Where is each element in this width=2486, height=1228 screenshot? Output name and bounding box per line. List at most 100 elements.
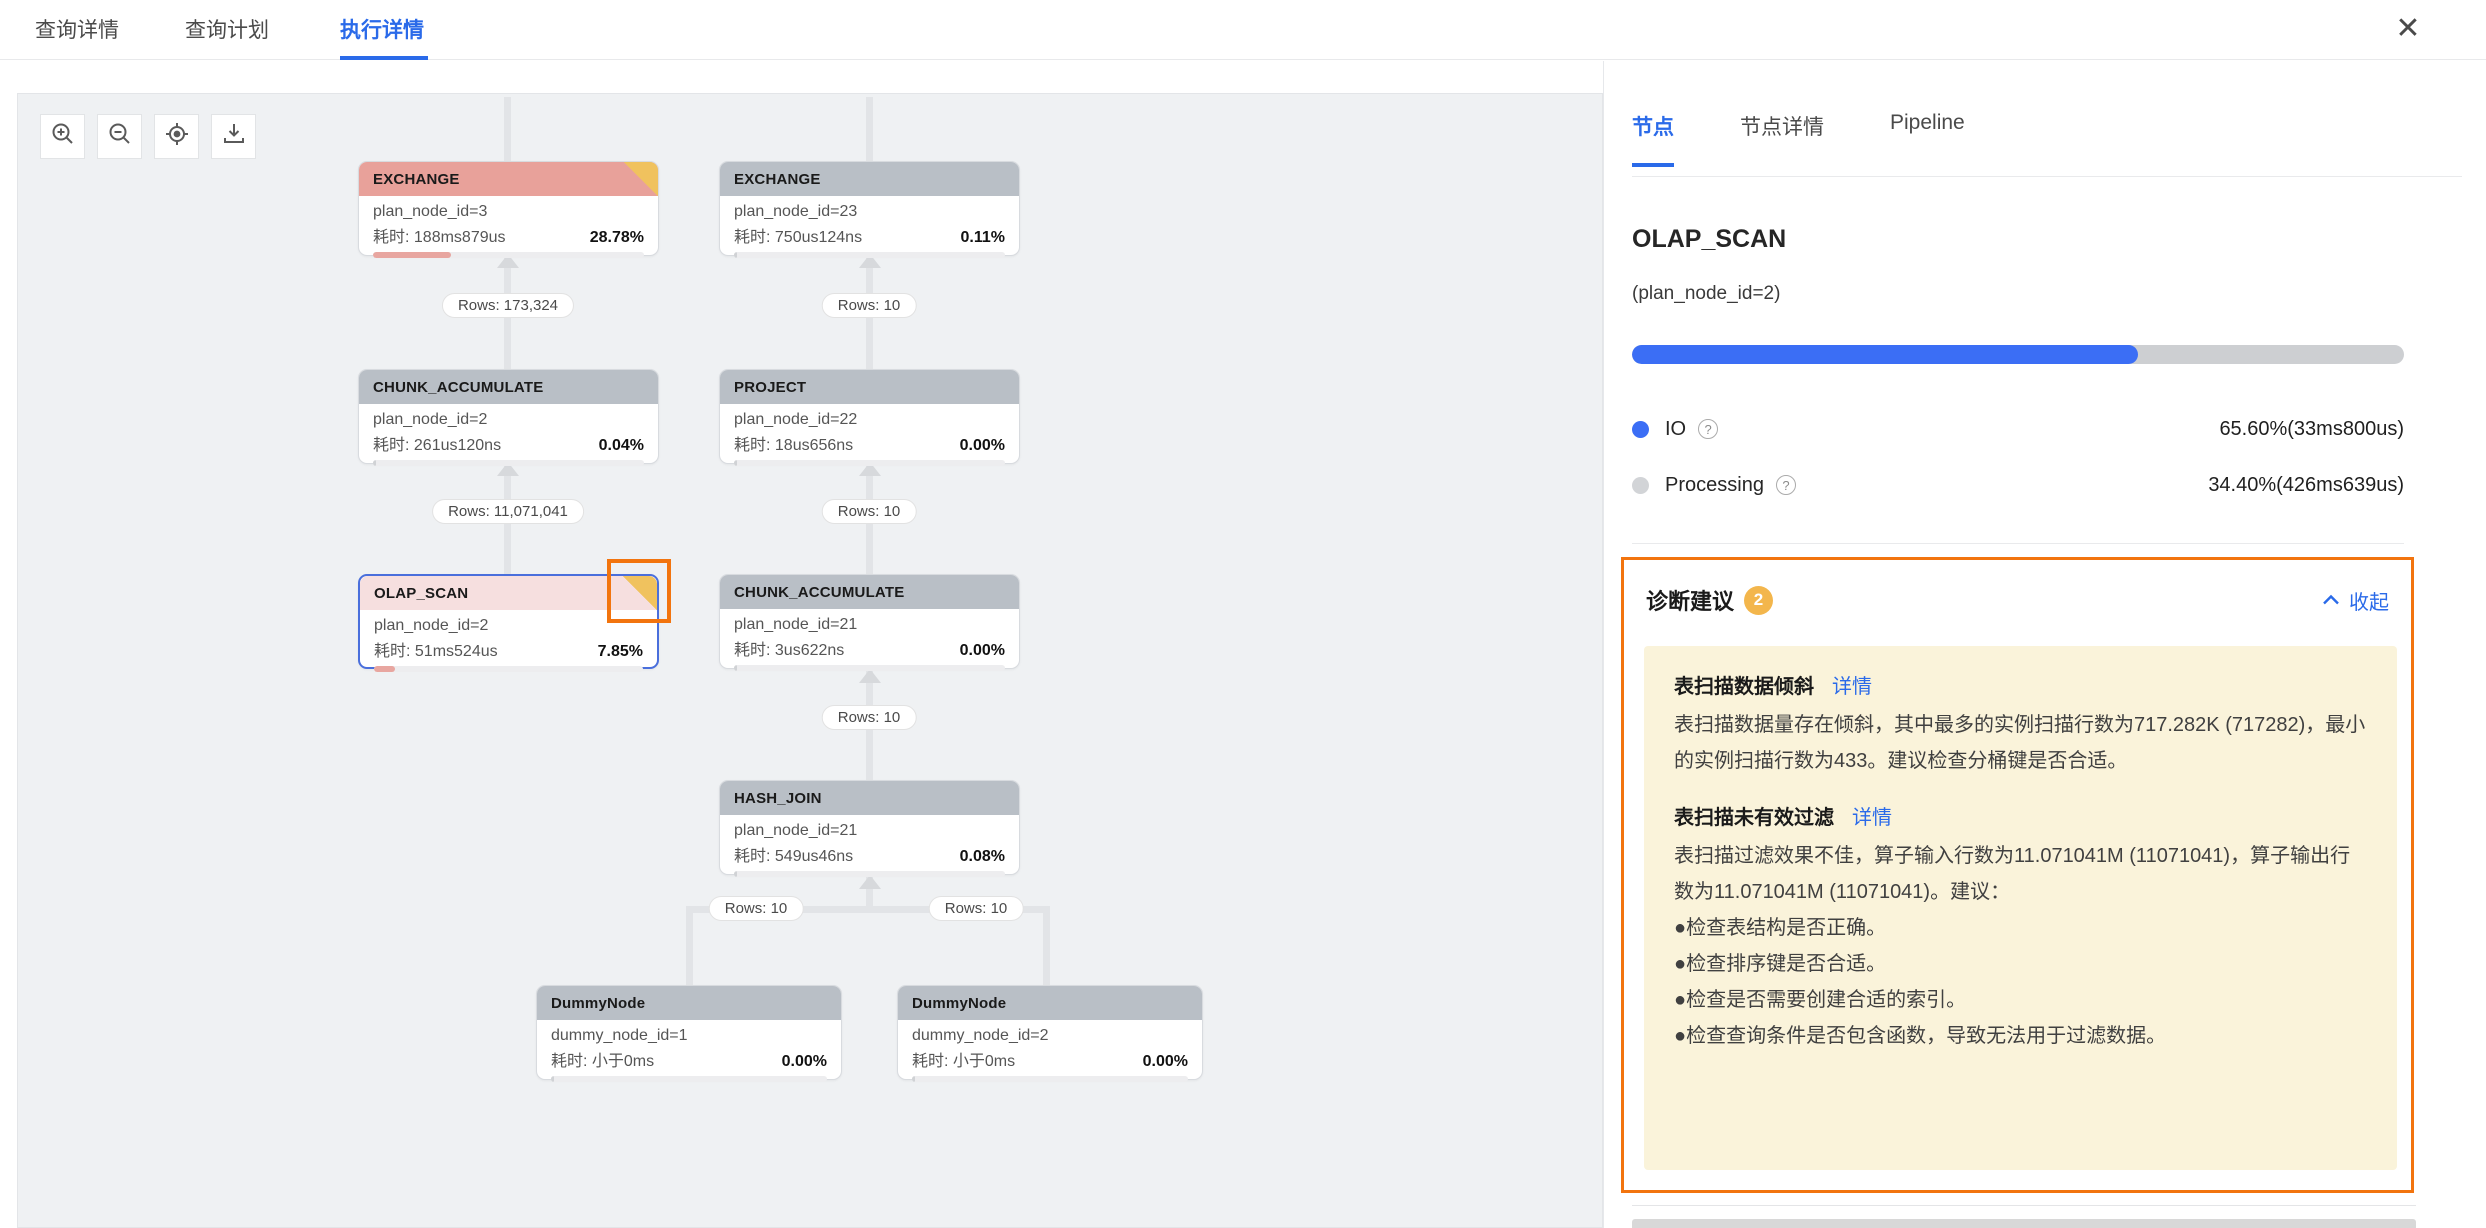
chevron-up-icon (2322, 589, 2340, 612)
node-progress-track (373, 252, 644, 258)
help-icon[interactable]: ? (1775, 475, 1796, 495)
diagnosis-count-badge: 2 (1744, 585, 1774, 615)
zoom-in-button[interactable] (40, 114, 85, 159)
edge-connector (686, 906, 1050, 913)
tab-execution-details[interactable]: 执行详情 (340, 19, 424, 42)
node-body: plan_node_id=21 耗时: 3us622ns 0.00% (720, 609, 1019, 671)
panel-tabs-divider (1632, 176, 2462, 177)
io-processing-bar-fill (1632, 345, 2139, 364)
node-header: CHUNK_ACCUMULATE (359, 370, 658, 404)
node-time: 耗时: 小于0ms (912, 1053, 1016, 1070)
node-id: plan_node_id=23 (734, 203, 858, 220)
node-id: plan_node_id=2 (374, 617, 489, 634)
help-icon[interactable]: ? (1698, 419, 1719, 439)
node-id: plan_node_id=21 (734, 616, 858, 633)
node-detail-panel: 节点 节点详情 Pipeline OLAP_SCAN (plan_node_id… (1603, 61, 2486, 1228)
locate-button[interactable] (154, 114, 199, 159)
collapse-control[interactable]: 收起 (2322, 586, 2389, 615)
plan-node-exchange-23[interactable]: EXCHANGE plan_node_id=23 耗时: 750us124ns … (719, 161, 1020, 258)
node-progress-fill (374, 666, 396, 672)
details-link[interactable]: 详情 (1832, 676, 1872, 698)
node-title: OLAP_SCAN (374, 584, 469, 602)
rows-label: Rows: 10 (928, 896, 1024, 921)
node-percent: 0.04% (598, 437, 644, 454)
node-time: 耗时: 188ms879us (373, 229, 506, 246)
node-percent: 28.78% (589, 229, 644, 246)
diagnosis-item-filter: 表扫描未有效过滤 详情 表扫描过滤效果不佳，算子输入行数为11.071041M … (1674, 801, 2367, 1054)
node-time: 耗时: 750us124ns (734, 229, 863, 246)
dialog-header: 查询详情 查询计划 执行详情 ✕ (0, 0, 2486, 60)
node-title: DummyNode (912, 994, 1007, 1012)
diagnosis-header: 诊断建议 2 收起 (1646, 582, 2389, 618)
node-title: HASH_JOIN (734, 789, 822, 807)
node-title: PROJECT (734, 378, 807, 396)
download-button[interactable] (211, 114, 256, 159)
warning-corner-badge (623, 576, 657, 610)
tab-query-details[interactable]: 查询详情 (35, 19, 119, 42)
panel-tab-pipeline[interactable]: Pipeline (1890, 111, 1965, 134)
locate-icon (164, 121, 190, 152)
node-percent: 0.08% (959, 848, 1005, 865)
node-body: plan_node_id=22 耗时: 18us656ns 0.00% (720, 404, 1019, 466)
rows-label: Rows: 173,324 (441, 293, 575, 318)
selected-node-id: (plan_node_id=2) (1632, 283, 1781, 304)
io-processing-bar-track (1632, 345, 2404, 364)
node-progress-track (373, 460, 644, 466)
node-title: CHUNK_ACCUMULATE (734, 583, 905, 601)
node-id: dummy_node_id=1 (551, 1027, 688, 1044)
next-section-header-edge (1632, 1219, 2416, 1228)
panel-divider (1632, 543, 2404, 544)
node-percent: 0.00% (1142, 1053, 1188, 1070)
plan-node-hash-join-21[interactable]: HASH_JOIN plan_node_id=21 耗时: 549us46ns … (719, 780, 1020, 877)
plan-node-chunk-accumulate-2[interactable]: CHUNK_ACCUMULATE plan_node_id=2 耗时: 261u… (358, 369, 659, 466)
node-progress-track (734, 460, 1005, 466)
zoom-out-button[interactable] (97, 114, 142, 159)
node-header: EXCHANGE (359, 162, 658, 196)
node-title: DummyNode (551, 994, 646, 1012)
rows-label: Rows: 10 (821, 293, 917, 318)
panel-tab-node[interactable]: 节点 (1632, 111, 1674, 167)
plan-node-exchange-3[interactable]: EXCHANGE plan_node_id=3 耗时: 188ms879us 2… (358, 161, 659, 258)
io-legend-dot (1632, 420, 1649, 438)
edge-connector (866, 97, 873, 161)
node-time: 耗时: 51ms524us (374, 643, 498, 660)
plan-node-dummy-2[interactable]: DummyNode dummy_node_id=2 耗时: 小于0ms 0.00… (897, 985, 1203, 1082)
metric-value: 34.40%(426ms639us) (2208, 473, 2404, 496)
diagnosis-bullet: ●检查是否需要创建合适的索引。 (1674, 989, 1967, 1011)
node-percent: 7.85% (597, 643, 643, 660)
plan-node-project-22[interactable]: PROJECT plan_node_id=22 耗时: 18us656ns 0.… (719, 369, 1020, 466)
collapse-label: 收起 (2349, 591, 2389, 614)
diagnosis-item-skew: 表扫描数据倾斜 详情 表扫描数据量存在倾斜，其中最多的实例扫描行数为717.28… (1674, 670, 2367, 779)
node-title: EXCHANGE (373, 170, 460, 188)
node-percent: 0.00% (959, 437, 1005, 454)
diagnosis-item-body: 表扫描过滤效果不佳，算子输入行数为11.071041M (11071041)，算… (1674, 845, 2351, 903)
download-icon (221, 121, 247, 152)
plan-node-chunk-accumulate-21[interactable]: CHUNK_ACCUMULATE plan_node_id=21 耗时: 3us… (719, 574, 1020, 671)
metric-io: IO ? 65.60%(33ms800us) (1632, 413, 2404, 445)
node-body: dummy_node_id=1 耗时: 小于0ms 0.00% (537, 1020, 841, 1082)
plan-node-dummy-1[interactable]: DummyNode dummy_node_id=1 耗时: 小于0ms 0.00… (536, 985, 842, 1082)
canvas-toolbar (40, 114, 256, 159)
plan-node-olap-scan-2-selected[interactable]: OLAP_SCAN plan_node_id=2 耗时: 51ms524us 7… (358, 559, 671, 672)
selected-node-title: OLAP_SCAN (1632, 225, 1787, 253)
node-percent: 0.00% (959, 642, 1005, 659)
node-time: 耗时: 261us120ns (373, 437, 502, 454)
panel-tab-node-details[interactable]: 节点详情 (1740, 116, 1824, 139)
node-progress-fill (734, 665, 737, 671)
plan-graph-canvas[interactable]: Rows: 173,324 Rows: 10 Rows: 11,071,041 … (17, 93, 1603, 1228)
close-icon[interactable]: ✕ (2395, 11, 2421, 45)
node-header: EXCHANGE (720, 162, 1019, 196)
node-id: dummy_node_id=2 (912, 1027, 1049, 1044)
node-header: DummyNode (898, 986, 1202, 1020)
metric-processing: Processing ? 34.40%(426ms639us) (1632, 469, 2404, 501)
node-body: plan_node_id=3 耗时: 188ms879us 28.78% (359, 196, 658, 258)
tab-query-plan[interactable]: 查询计划 (185, 19, 269, 42)
edge-connector (504, 97, 511, 161)
node-time: 耗时: 3us622ns (734, 642, 845, 659)
node-progress-track (551, 1076, 827, 1082)
node-header: DummyNode (537, 986, 841, 1020)
diagnosis-title: 诊断建议 (1646, 589, 1735, 614)
edge-connector (866, 875, 873, 911)
details-link[interactable]: 详情 (1852, 807, 1892, 829)
rows-label: Rows: 11,071,041 (432, 499, 584, 524)
